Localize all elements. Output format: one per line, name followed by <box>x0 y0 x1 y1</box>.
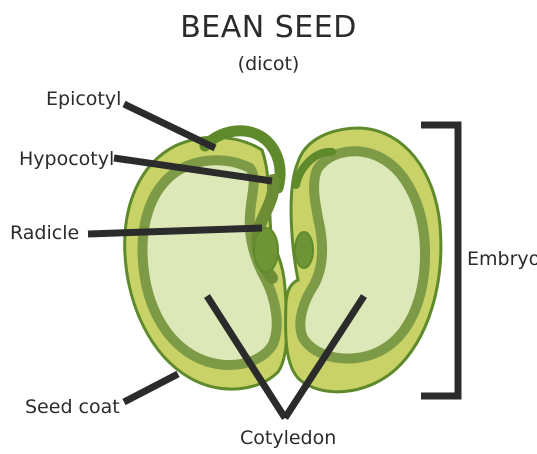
diagram-title: BEAN SEED <box>0 10 537 45</box>
epicotyl-label: Epicotyl <box>46 88 121 110</box>
embryo-label: Embryo <box>467 248 537 270</box>
hypocotyl-label: Hypocotyl <box>19 148 114 170</box>
epicotyl-leader <box>124 104 215 148</box>
radicle-shape <box>254 228 278 272</box>
right-cotyledon <box>300 151 425 358</box>
cotyledon-label: Cotyledon <box>240 427 336 449</box>
seed-coat-leader <box>124 374 178 402</box>
diagram-subtitle: (dicot) <box>0 53 537 75</box>
radicle-tip <box>295 232 313 268</box>
seed-coat-label: Seed coat <box>25 396 120 418</box>
radicle-label: Radicle <box>10 222 79 244</box>
